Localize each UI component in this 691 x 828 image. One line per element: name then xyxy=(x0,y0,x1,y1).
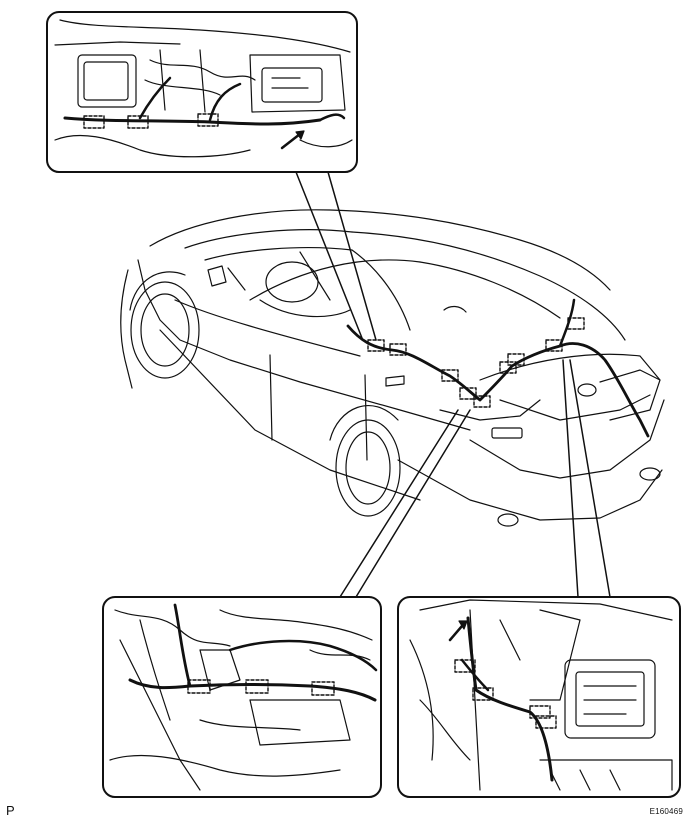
car-body-outline xyxy=(120,209,665,527)
callout-leader-bottom-left xyxy=(339,409,471,598)
figure-code: E160469 xyxy=(649,807,683,816)
page-letter: P xyxy=(6,803,15,818)
inset-top-dashboard-harness xyxy=(46,11,358,173)
inset-bottom-left-door-sill-harness xyxy=(102,596,382,798)
wire-harness-route xyxy=(346,298,650,438)
callout-leader-bottom-right xyxy=(562,359,611,598)
callout-leader-top xyxy=(295,171,377,341)
inset-bottom-right-trunk-harness xyxy=(397,596,681,798)
